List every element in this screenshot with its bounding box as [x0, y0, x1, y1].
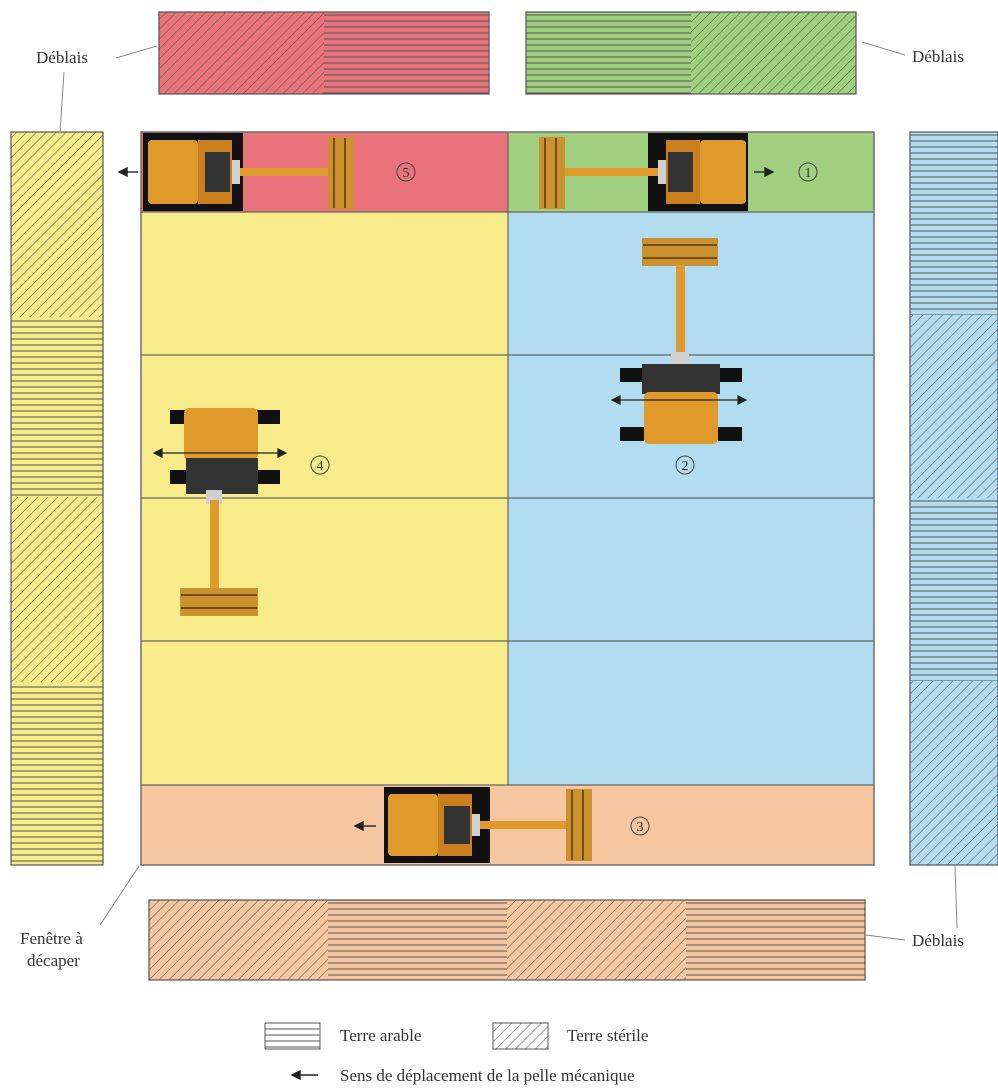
spoil-left [11, 132, 103, 865]
label-deblais-top-right: Déblais [912, 47, 964, 66]
stripping-window [141, 132, 874, 865]
spoil-top-right [526, 12, 856, 94]
legend-direction: Sens de déplacement de la pelle mécaniqu… [340, 1066, 635, 1085]
label-fenetre-line2: décaper [27, 951, 80, 970]
legend-terre-arable: Terre arable [340, 1026, 421, 1045]
spoil-right [910, 132, 998, 865]
legend-arrow-icon [292, 1071, 318, 1079]
step-1-label: 1 [805, 166, 812, 181]
arrow-5 [119, 168, 138, 176]
label-fenetre-line1: Fenêtre à [20, 929, 83, 948]
step-3-label: 3 [637, 820, 644, 835]
legend-swatch-arable [265, 1023, 320, 1049]
step-5-label: 5 [403, 166, 410, 181]
step-4-label: 4 [317, 459, 324, 474]
step-2-label: 2 [682, 459, 689, 474]
legend-swatch-sterile [493, 1023, 548, 1049]
legend: Terre arable Terre stérile Sens de dépla… [265, 1023, 648, 1085]
spoil-top-left [159, 12, 489, 94]
legend-terre-sterile: Terre stérile [567, 1026, 648, 1045]
label-deblais-top-left: Déblais [36, 48, 88, 67]
spoil-bottom [149, 900, 865, 980]
label-deblais-bottom-right: Déblais [912, 931, 964, 950]
